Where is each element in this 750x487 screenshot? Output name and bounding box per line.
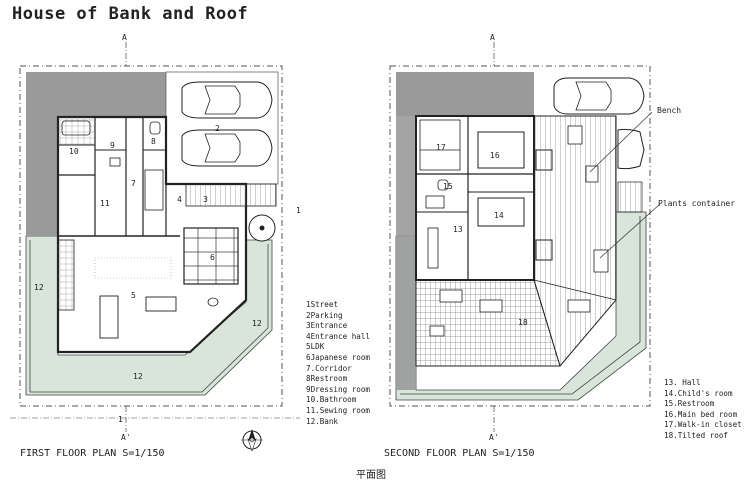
japanese-room <box>183 227 239 285</box>
first-floor-caption: FIRST FLOOR PLAN S=1/150 <box>20 448 165 459</box>
room-number: 10 <box>69 147 79 156</box>
car-icon <box>181 81 273 119</box>
legend-item: 13. Hall <box>664 378 701 387</box>
annotation-bench: Bench <box>657 106 681 115</box>
legend-item: 12.Bank <box>306 416 339 426</box>
room-number: 5 <box>131 291 136 300</box>
room-number: 8 <box>151 137 156 146</box>
section-mark: A' <box>121 433 131 442</box>
legend-item: 8Restroom <box>306 374 348 384</box>
legend-item: 9Dressing room <box>306 384 371 394</box>
page-title: House of Bank and Roof <box>12 4 249 24</box>
north-arrow-icon <box>241 429 263 452</box>
section-mark: 1 <box>118 415 123 424</box>
section-mark: A <box>490 33 495 42</box>
room-number: 12 <box>133 372 143 381</box>
legend-item: 14.Child's room <box>664 388 733 398</box>
legend-item: 3Entrance <box>306 321 348 331</box>
first-floor-plan <box>10 42 300 432</box>
legend-item: 16.Main bed room <box>664 409 738 419</box>
section-mark: A <box>122 33 127 42</box>
room-number: 9 <box>110 141 115 150</box>
section-mark: A' <box>489 433 499 442</box>
room-number: 7 <box>131 179 136 188</box>
legend-item: 15.Restroom <box>664 399 715 409</box>
car-icon <box>181 129 273 167</box>
annotation-plants: Plants container <box>658 199 735 208</box>
room-number: 13 <box>453 225 463 234</box>
legend-item: 10.Bathroom <box>306 395 357 405</box>
room-number: 17 <box>436 143 446 152</box>
legend-item: 11.Sewing room <box>306 405 371 415</box>
room-number: 4 <box>177 195 182 204</box>
second-floor-caption: SECOND FLOOR PLAN S=1/150 <box>384 448 535 459</box>
legend-item: 1Street <box>306 300 339 309</box>
legend-first-floor: 1Street 2Parking 3Entrance 4Entrance hal… <box>306 300 370 427</box>
room-number: 3 <box>203 195 208 204</box>
legend-item: 6Japanese room <box>306 352 371 362</box>
room-number: 11 <box>100 199 110 208</box>
car-icon <box>553 77 645 115</box>
legend-item: 18.Tilted roof <box>664 430 729 440</box>
room-number: 16 <box>490 151 500 160</box>
legend-item: 2Parking <box>306 310 343 320</box>
room-number: 2 <box>215 124 220 133</box>
legend-item: 4Entrance hall <box>306 331 371 341</box>
section-mark: 1 <box>296 206 301 215</box>
room-number: 15 <box>443 182 453 191</box>
room-number: 12 <box>252 319 262 328</box>
room-number: 14 <box>494 211 504 220</box>
legend-item: 7.Corridor <box>306 363 352 373</box>
legend-item: 17.Walk-in closet <box>664 420 742 430</box>
room-number: 6 <box>210 253 215 262</box>
second-floor-plan <box>389 42 661 432</box>
legend-item: 5LDK <box>306 342 325 352</box>
plan-labels: A A' 1 1 A A' 2 3 4 5 6 7 8 9 10 11 12 1… <box>34 33 735 442</box>
room-number: 18 <box>518 318 528 327</box>
legend-second-floor: 13. Hall 14.Child's room 15.Restroom 16.… <box>664 378 742 442</box>
chinese-caption: 平面图 <box>356 470 386 481</box>
room-number: 12 <box>34 283 44 292</box>
